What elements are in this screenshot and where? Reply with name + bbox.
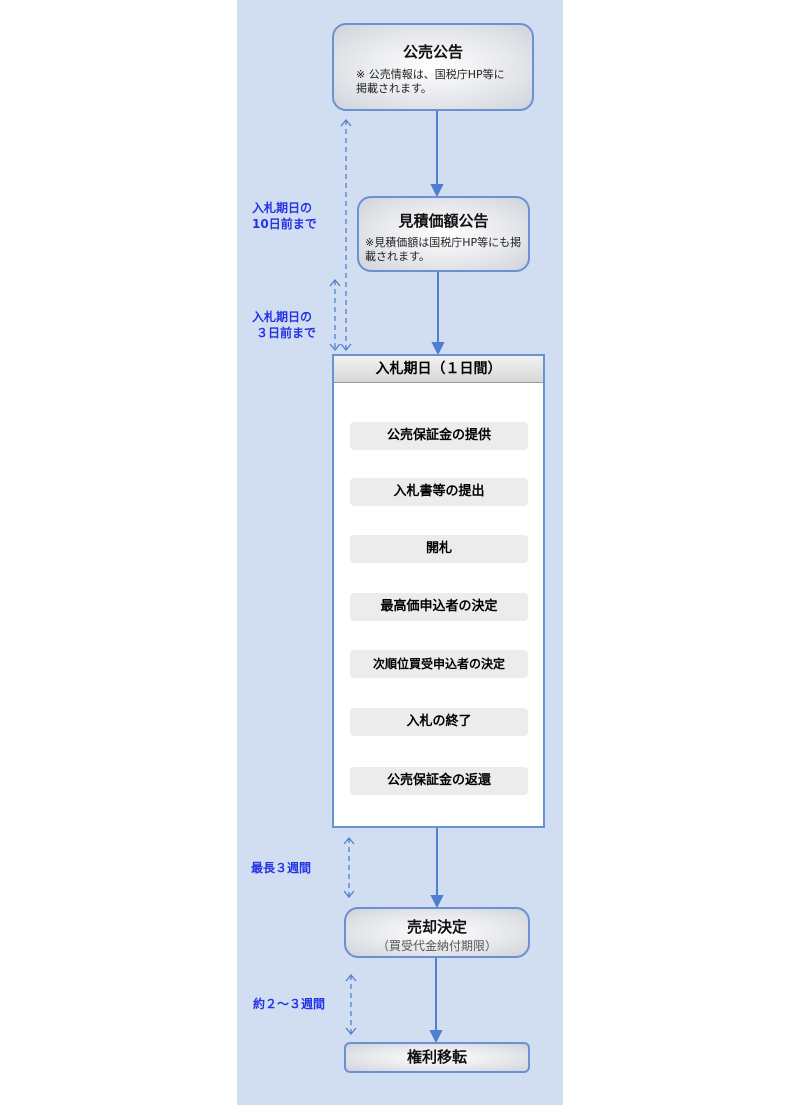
rights-transfer-title: 権利移転 [406,1048,467,1066]
label-approx-weeks: 約２～３週間 [253,997,326,1011]
label-max-weeks: 最長３週間 [251,861,312,875]
step-bid-end: 入札の終了 [350,708,528,736]
step-second-bidder: 次順位買受申込者の決定 [350,650,528,678]
step-opening: 開札 [350,535,528,563]
estimate-notice-box: 見積価額公告 ※見積価額は国税庁HP等にも掲載されます。 [357,196,530,272]
label-10-days-line1: 入札期日の [252,201,313,215]
public-notice-box: 公売公告 ※ 公売情報は、国税庁HP等に掲載されます。 [332,23,534,111]
label-10-days-line2: 10日前まで [252,217,317,231]
step-deposit-return: 公売保証金の返還 [350,767,528,795]
sale-decision-note: （買受代金納付期限） [376,939,497,953]
bidding-period-title: 入札期日（１日間） [334,356,543,383]
step-deposit: 公売保証金の提供 [350,422,528,450]
label-3-days-line1: 入札期日の [252,310,313,324]
sale-decision-box: 売却決定 （買受代金納付期限） [344,907,530,958]
sale-decision-title: 売却決定 [406,918,467,936]
estimate-notice-title: 見積価額公告 [398,212,489,230]
public-notice-note: ※ 公売情報は、国税庁HP等に掲載されます。 [356,68,505,95]
rights-transfer-box: 権利移転 [344,1042,530,1073]
estimate-notice-note: ※見積価額は国税庁HP等にも掲載されます。 [365,236,522,263]
public-notice-title: 公売公告 [402,43,463,61]
step-submit-bid: 入札書等の提出 [350,478,528,506]
step-highest-bidder: 最高価申込者の決定 [350,593,528,621]
dashed-arrows [329,118,357,1036]
label-3-days: 入札期日の ３日前まで [252,309,316,341]
label-3-days-line2: ３日前まで [256,326,317,340]
label-10-days: 入札期日の 10日前まで [252,200,317,232]
bidding-period-box: 入札期日（１日間） 公売保証金の提供 入札書等の提出 開札 最高価申込者の決定 … [332,354,545,828]
